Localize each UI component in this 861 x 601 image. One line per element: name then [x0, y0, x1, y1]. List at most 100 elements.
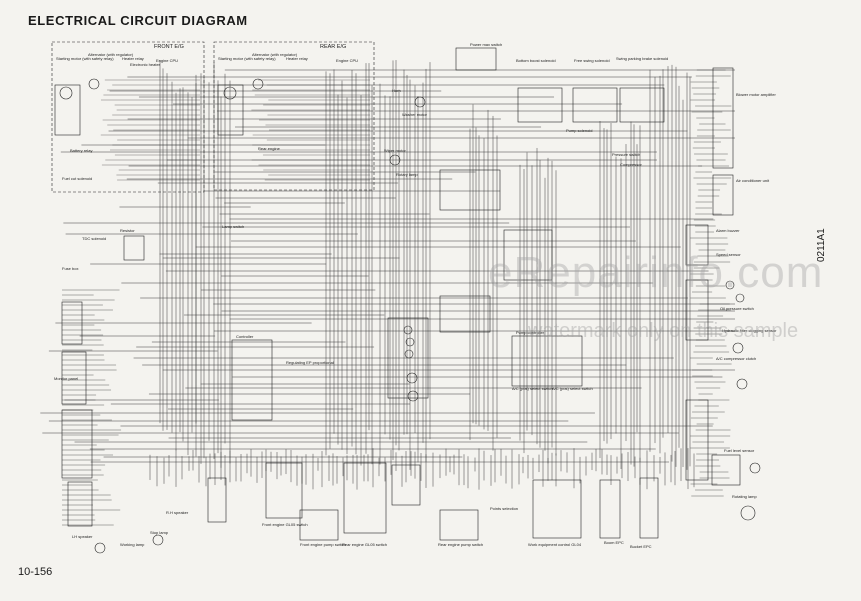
free-swing-block: [572, 87, 618, 123]
monitor-block: [387, 317, 429, 399]
front-engine-group: [51, 41, 205, 193]
work-equipment-box: [532, 479, 582, 539]
label-points-selection: Points selection: [490, 506, 518, 511]
label-front-engine-switch: Front engine GL05 switch: [262, 522, 308, 527]
label-speed-sensor: Speed sensor: [716, 252, 741, 257]
label-wiper-motor: Wiper motor: [384, 148, 406, 153]
center-relay-block-1: [439, 169, 501, 211]
power-max-block: [455, 47, 497, 71]
parking-brake-block: [619, 87, 665, 123]
right-connector-3: [685, 399, 709, 481]
label-fuel-cut-solenoid: Fuel cut solenoid: [62, 176, 92, 181]
left-connector-4: [67, 481, 93, 527]
label-boom-epc: Boom EPC: [604, 540, 624, 545]
label-working-lamp: Working lamp: [120, 542, 145, 547]
label-battery-relay: Battery relay: [70, 148, 92, 153]
label-power-max: Power max switch: [470, 42, 502, 47]
label-engine-cpu: Engine CPU: [156, 58, 178, 63]
page-number: 10-156: [18, 566, 53, 578]
rear-eg-label: REAR E/G: [320, 44, 346, 50]
drawing-code: 0211A1: [816, 228, 827, 262]
ac-unit-box: [712, 174, 734, 216]
label-ac-unit: Air conditioner unit: [736, 178, 770, 183]
label-tdc-solenoid: TDC solenoid: [82, 236, 106, 241]
controller-block: [231, 339, 273, 421]
label-monitor-panel: Monitor panel: [54, 376, 78, 381]
label-electronic-heater: Electronic heater: [130, 62, 161, 67]
front-engine-switch-box: [265, 462, 303, 519]
label-rh-speaker: R.H speaker: [166, 510, 189, 515]
pump-controller-block: [511, 335, 583, 387]
watermark-main: eRepairinfo.com: [488, 248, 824, 297]
label-oil-pressure: Oil pressure switch: [720, 306, 754, 311]
watermark-sub: watermark only on this sample: [528, 320, 799, 342]
label-compressor: Compressor: [620, 162, 642, 167]
label-rear-engine-pump-switch: Rear engine pump switch: [438, 542, 483, 547]
label-alternator-front: Alternator (with regulator): [88, 52, 134, 57]
resistor-block-1: [123, 235, 145, 261]
page-title: ELECTRICAL CIRCUIT DIAGRAM: [28, 13, 248, 28]
left-connector-1: [61, 301, 83, 345]
label-fuse-box: Fuse box: [62, 266, 78, 271]
label-ac-pos-select: A/C (pos) select switch: [512, 386, 553, 391]
left-connector-2: [61, 351, 87, 405]
rear-engine-group: [213, 41, 375, 191]
label-rotating-lamp: Rotating lamp: [732, 494, 757, 499]
rear-engine-pump-switch-box: [439, 509, 479, 541]
label-swing-parking-brake: Swing parking brake solenoid: [616, 56, 668, 61]
label-starting-motor-front: Starting motor (with safety relay): [56, 56, 114, 61]
left-connector-3: [61, 409, 93, 479]
center-relay-block-2: [503, 229, 553, 281]
rear-engine-switch-box: [343, 462, 387, 534]
label-resistor: Resistor: [120, 228, 135, 233]
label-horn: Horn: [392, 88, 401, 93]
label-bucket-epc: Bucket EPC: [630, 544, 652, 549]
label-engine-cpu-rear: Engine CPU: [336, 58, 358, 63]
label-stop-lamp: Stop lamp: [150, 530, 169, 535]
label-ac-clutch: A/C compressor clutch: [716, 356, 756, 361]
bottom-connector-1: [207, 477, 227, 523]
label-heater-front: Heater relay: [122, 56, 144, 61]
label-regulating-ep: Regulating EP proportional: [286, 360, 334, 365]
bottom-connector-2: [391, 464, 421, 506]
label-rotary-lamp: Rotary lamp: [396, 172, 418, 177]
label-blower-amplifier: Blower motor amplifier: [736, 92, 776, 97]
starting-motor-rear-box: [217, 84, 244, 136]
label-washer-motor: Washer motor: [402, 112, 428, 117]
label-controller: Controller: [236, 334, 254, 339]
label-alarm-buzzer: Alarm buzzer: [716, 228, 740, 233]
label-work-equipment: Work equipment control GL04: [528, 542, 582, 547]
center-relay-block-3: [439, 295, 491, 333]
label-fuel-level: Fuel level sensor: [724, 448, 755, 453]
label-clogging-sensor: Hydraulic filter clogging sensor: [722, 328, 777, 333]
label-ac-pos-select-2: A/C (pos) select switch: [552, 386, 593, 391]
front-engine-pump-switch-box: [299, 509, 339, 541]
component-blocks: [51, 41, 741, 541]
label-bottom-boost: Bottom boost solenoid: [516, 58, 556, 63]
starting-motor-front-box: [54, 84, 81, 136]
label-lh-speaker: LH speaker: [72, 534, 93, 539]
label-heater-rear: Heater relay: [286, 56, 308, 61]
label-pressure-switch: Pressure switch: [612, 152, 640, 157]
label-front-engine-pump-switch: Front engine pump switch: [300, 542, 346, 547]
swing-solenoid-block: [517, 87, 563, 123]
blower-amplifier-box: [712, 67, 734, 169]
label-lamp-switch: Lamp switch: [222, 224, 244, 229]
label-rear-engine: Rear engine: [258, 146, 281, 151]
front-eg-label: FRONT E/G: [154, 44, 184, 50]
lamp-and-motor-symbols: [59, 78, 761, 554]
label-pump-solenoid: Pump solenoid: [566, 128, 592, 133]
bottom-connector-3: [599, 479, 621, 539]
label-rear-engine-switch: Rear engine GL05 switch: [342, 542, 387, 547]
bottom-connector-4: [639, 477, 659, 539]
right-connector-4: [711, 454, 741, 486]
label-pump-controller: Pump controller: [516, 330, 545, 335]
label-alternator-rear: Alternator (with regulator): [252, 52, 298, 57]
right-connector-1: [685, 224, 709, 266]
right-connector-2: [685, 279, 709, 341]
wire-network: [40, 60, 735, 526]
diagram-labels: FRONT E/G REAR E/G Starting motor (with …: [54, 42, 777, 549]
label-free-swing: Free swing solenoid: [574, 58, 610, 63]
label-starting-motor-rear: Starting motor (with safety relay): [218, 56, 276, 61]
